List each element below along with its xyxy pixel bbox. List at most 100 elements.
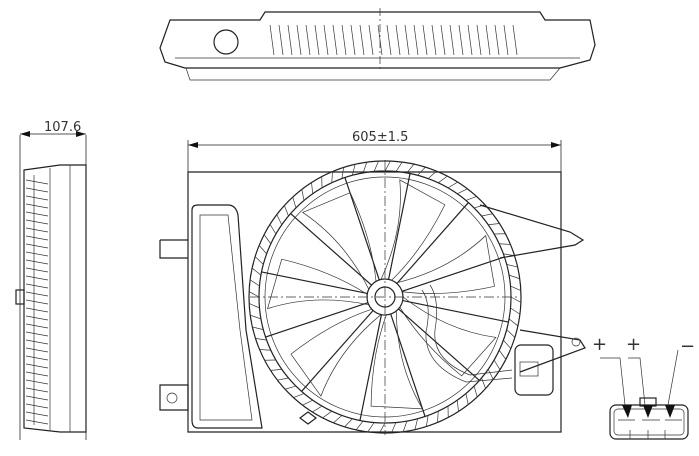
side-view: 107.6 xyxy=(15,120,87,440)
top-fin xyxy=(323,24,329,56)
side-fin xyxy=(25,307,49,313)
shroud-rib xyxy=(481,213,493,217)
top-fin xyxy=(413,24,419,56)
shroud-rib xyxy=(379,422,386,434)
fan-blade xyxy=(370,311,424,410)
shroud-rib xyxy=(508,318,519,327)
shroud-rib xyxy=(276,214,283,225)
top-fin xyxy=(476,24,482,56)
side-fin xyxy=(25,227,49,233)
shroud-rib xyxy=(259,349,271,351)
fan-blade xyxy=(399,296,497,377)
shroud-rib xyxy=(250,314,262,320)
shroud-rib xyxy=(414,418,418,430)
width-dimension-label: 605±1.5 xyxy=(352,130,408,145)
shroud-rib xyxy=(269,224,277,235)
shroud-spoke xyxy=(398,308,480,381)
shroud-rib xyxy=(481,377,486,389)
side-fin xyxy=(25,187,49,193)
top-fin xyxy=(350,24,356,56)
shroud-rib xyxy=(312,405,323,413)
shroud-rib xyxy=(255,338,267,341)
top-fin xyxy=(467,24,473,56)
shroud-rib xyxy=(487,369,494,380)
shroud-rib xyxy=(457,188,468,195)
shroud-rib xyxy=(493,359,501,370)
shroud-rib xyxy=(284,385,297,390)
fan-blade xyxy=(267,258,369,310)
shroud-rib xyxy=(367,422,375,433)
top-fin xyxy=(449,24,455,56)
shroud-rib xyxy=(252,326,264,330)
top-fin xyxy=(485,24,491,56)
shroud-rib xyxy=(362,162,368,174)
side-fin xyxy=(25,331,49,337)
shroud-rib xyxy=(258,245,267,255)
top-fin xyxy=(314,24,320,56)
top-fin xyxy=(368,24,374,56)
side-fin xyxy=(25,283,49,289)
side-fin xyxy=(25,243,49,249)
side-fin xyxy=(25,387,49,393)
shroud-rib xyxy=(333,415,343,424)
shroud-rib xyxy=(498,350,507,360)
shroud-rib xyxy=(391,422,397,433)
shroud-rib xyxy=(352,164,356,176)
pin-label-2: + xyxy=(626,334,641,355)
top-fin xyxy=(341,24,347,56)
shroud-rib xyxy=(402,420,408,432)
shroud-rib xyxy=(344,418,353,428)
shroud-rib xyxy=(406,163,415,174)
fan-blade xyxy=(290,308,382,397)
side-fin xyxy=(25,363,49,369)
connector-detail: + + − xyxy=(592,334,695,440)
fan-blade xyxy=(380,179,446,281)
width-dimension: 605±1.5 xyxy=(187,130,562,175)
shroud-rib xyxy=(263,234,272,244)
shroud-rib xyxy=(355,420,364,431)
shroud-rib xyxy=(437,411,439,423)
shroud-rib xyxy=(499,243,511,245)
side-fin xyxy=(25,299,49,305)
side-fin xyxy=(25,275,49,281)
pin-label-1: + xyxy=(592,334,607,355)
depth-dimension-label: 107.6 xyxy=(44,120,81,135)
shroud-rib xyxy=(311,182,314,194)
pin-label-3: − xyxy=(680,336,695,357)
shroud-rib xyxy=(473,204,486,209)
shroud-rib xyxy=(447,181,458,189)
side-fin xyxy=(25,235,49,241)
shroud-rib xyxy=(270,368,282,371)
top-fin xyxy=(503,24,509,56)
side-fin xyxy=(25,315,49,321)
shroud-rib xyxy=(473,385,478,398)
fan-blade xyxy=(301,192,377,290)
top-fin xyxy=(494,24,500,56)
side-fin xyxy=(25,251,49,257)
shroud-spoke xyxy=(390,313,426,417)
shroud-spoke xyxy=(261,271,368,295)
shroud-spoke xyxy=(402,299,509,323)
top-fin xyxy=(386,24,392,56)
shroud-rib xyxy=(438,175,448,184)
shroud-rib xyxy=(322,410,332,419)
side-fin xyxy=(25,403,49,409)
side-fin xyxy=(25,395,49,401)
shroud-rib xyxy=(284,205,289,217)
shroud-rib xyxy=(249,279,260,287)
shroud-rib xyxy=(510,307,521,315)
top-fin xyxy=(395,24,401,56)
side-fin xyxy=(25,179,49,185)
side-fin xyxy=(25,411,49,417)
shroud-rib xyxy=(384,160,391,172)
shroud-spoke xyxy=(265,302,369,338)
shroud-rib xyxy=(465,196,477,201)
shroud-rib xyxy=(510,285,521,291)
shroud-rib xyxy=(465,393,469,405)
top-fin xyxy=(305,24,311,56)
shroud-rib xyxy=(488,223,500,226)
shroud-rib xyxy=(427,170,437,179)
shroud-rib xyxy=(331,171,333,183)
shroud-rib xyxy=(302,399,313,406)
